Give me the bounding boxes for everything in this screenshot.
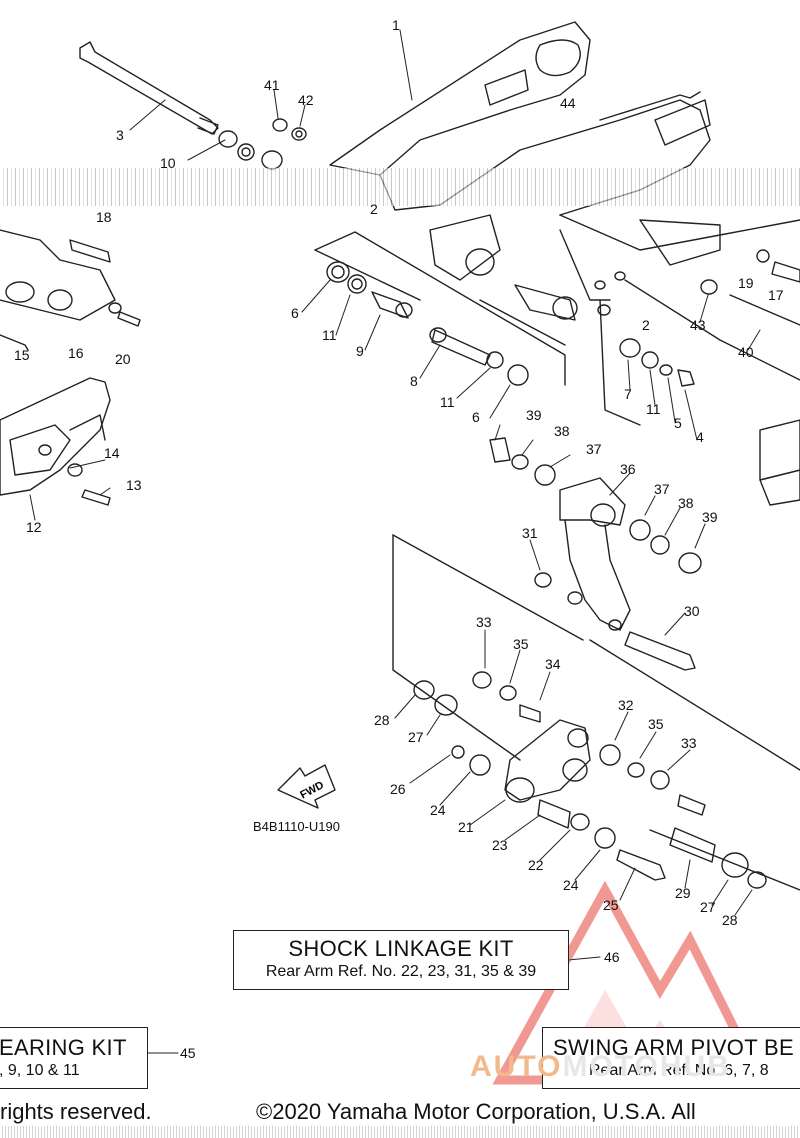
callout-30: 30 (684, 603, 700, 619)
callout-26: 26 (390, 781, 406, 797)
callout-8: 8 (410, 373, 418, 389)
bearing-kit-title: EARING KIT (0, 1035, 127, 1060)
scan-artifact (0, 168, 800, 206)
pivot-shaft (79, 41, 219, 135)
callout-4: 4 (696, 429, 704, 445)
callout-1: 1 (392, 17, 400, 33)
watermark-text: AUTOMOTOHUB (470, 1050, 731, 1084)
shock-linkage-kit-sub: Rear Arm Ref. No. 22, 23, 31, 35 & 39 (265, 963, 537, 980)
callout-46: 46 (604, 949, 620, 965)
callout-11b: 11 (440, 394, 455, 410)
bearing-kit-box: EARING KIT , 9, 10 & 11 (0, 1027, 148, 1089)
callout-39a: 39 (526, 407, 542, 423)
fwd-label: FWD (298, 779, 326, 801)
callout-27a: 27 (408, 729, 424, 745)
callout-40: 40 (738, 344, 754, 360)
pivot-collars (326, 261, 529, 386)
callout-35a: 35 (513, 636, 529, 652)
callout-20: 20 (115, 351, 131, 367)
callout-9: 9 (356, 343, 364, 359)
callout-38b: 38 (678, 495, 694, 511)
callout-38a: 38 (554, 423, 570, 439)
callout-6b: 6 (472, 409, 480, 425)
callout-7: 7 (624, 386, 632, 402)
callout-35b: 35 (648, 716, 664, 732)
pivot-bearing-kit-title: SWING ARM PIVOT BE (553, 1035, 794, 1060)
callout-24b: 24 (563, 877, 579, 893)
connecting-rod (413, 671, 767, 889)
callout-37a: 37 (586, 441, 602, 457)
callout-18: 18 (96, 209, 112, 225)
callout-5: 5 (674, 415, 682, 431)
relay-arm (489, 437, 702, 671)
callout-28a: 28 (374, 712, 390, 728)
watermark-part-a: AUTO (470, 1050, 563, 1083)
callout-10: 10 (160, 155, 176, 171)
callout-36: 36 (620, 461, 636, 477)
callout-22: 22 (528, 857, 544, 873)
callout-33a: 33 (476, 614, 492, 630)
callout-32: 32 (618, 697, 634, 713)
pivot-bearing-kit-box: SWING ARM PIVOT BE Rear Arm Ref. No. 6, … (542, 1027, 800, 1089)
callout-2b: 2 (642, 317, 650, 333)
callout-24a: 24 (430, 802, 446, 818)
watermark-part-b: MOTOHUB (562, 1050, 731, 1083)
callout-25: 25 (603, 897, 619, 913)
callout-23: 23 (492, 837, 508, 853)
callout-45: 45 (180, 1045, 196, 1061)
callout-12: 12 (26, 519, 42, 535)
callout-29: 29 (675, 885, 691, 901)
callout-37b: 37 (654, 481, 670, 497)
callout-27b: 27 (700, 899, 716, 915)
callout-13: 13 (126, 477, 142, 493)
callout-21: 21 (458, 819, 474, 835)
callout-16: 16 (68, 345, 84, 361)
copyright-left: rights reserved. (0, 1099, 152, 1124)
callout-44: 44 (560, 95, 576, 111)
shock-linkage-kit-box: SHOCK LINKAGE KIT Rear Arm Ref. No. 22, … (233, 930, 569, 990)
chain-guide-12 (0, 377, 111, 506)
callout-34: 34 (545, 656, 561, 672)
callout-3: 3 (116, 127, 124, 143)
callout-6a: 6 (291, 305, 299, 321)
diagram-code: B4B1110-U190 (253, 819, 340, 834)
bearing-kit-sub: , 9, 10 & 11 (0, 1062, 80, 1079)
callout-31: 31 (522, 525, 538, 541)
callout-42: 42 (298, 92, 314, 108)
scan-artifact-bottom (0, 1126, 800, 1138)
pivot-hub (429, 214, 800, 387)
pivot-bearing-kit-sub: Rear Arm Ref. No. 6, 7, 8 (589, 1062, 769, 1079)
callout-17: 17 (768, 287, 784, 303)
fwd-arrow (277, 764, 336, 809)
callout-14: 14 (104, 445, 120, 461)
callout-28b: 28 (722, 912, 738, 928)
chain-guide-left (0, 229, 141, 351)
callout-39b: 39 (702, 509, 718, 525)
callout-33b: 33 (681, 735, 697, 751)
copyright-right: ©2020 Yamaha Motor Corporation, U.S.A. A… (256, 1099, 696, 1124)
group-outlines (314, 231, 800, 891)
callout-43: 43 (690, 317, 706, 333)
callout-19: 19 (738, 275, 754, 291)
callout-15: 15 (14, 347, 30, 363)
callout-41: 41 (264, 77, 280, 93)
upper-bushings (218, 118, 307, 170)
leader-lines (29, 29, 761, 1054)
callout-11c: 11 (646, 401, 661, 417)
shock-linkage-kit-title: SHOCK LINKAGE KIT (288, 936, 514, 961)
callout-2a: 2 (370, 201, 378, 217)
callout-11a: 11 (322, 327, 337, 343)
